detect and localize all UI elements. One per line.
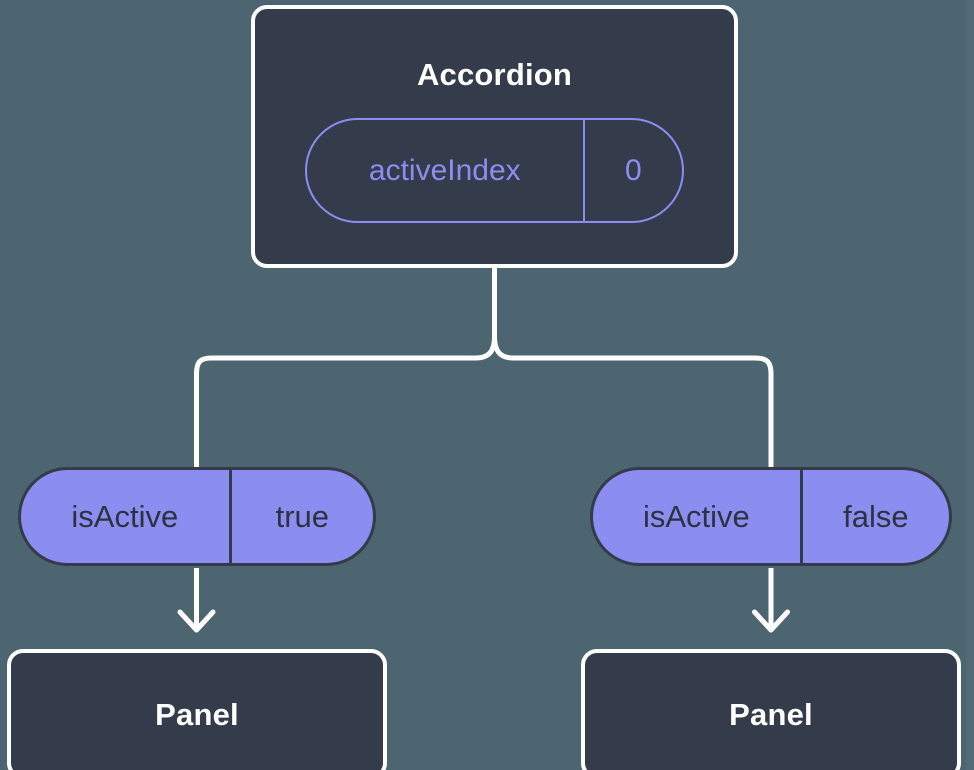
prop-pill-active-index[interactable]: activeIndex 0 xyxy=(305,118,684,223)
node-panel-left-title: Panel xyxy=(155,696,239,732)
connector-fork-right xyxy=(492,334,774,469)
prop-pill-is-active-right-key: isActive xyxy=(642,499,750,534)
node-panel-left[interactable]: Panel xyxy=(7,649,387,770)
connector-fork-left xyxy=(194,334,497,469)
prop-pill-active-index-value: 0 xyxy=(582,120,682,221)
node-panel-right[interactable]: Panel xyxy=(581,649,961,770)
prop-pill-is-active-right[interactable]: isActive false xyxy=(590,467,952,566)
prop-pill-is-active-left-value: true xyxy=(228,470,373,563)
prop-pill-active-index-key: activeIndex xyxy=(368,153,521,187)
prop-pill-is-active-left[interactable]: isActive true xyxy=(18,467,376,566)
prop-pill-is-active-left-key: isActive xyxy=(71,499,179,534)
node-accordion-title: Accordion xyxy=(416,57,573,92)
node-panel-right-title: Panel xyxy=(729,696,813,732)
prop-pill-is-active-right-value: false xyxy=(799,470,949,563)
arrow-head-right-icon xyxy=(752,609,790,633)
arrow-head-left-icon xyxy=(177,609,216,633)
